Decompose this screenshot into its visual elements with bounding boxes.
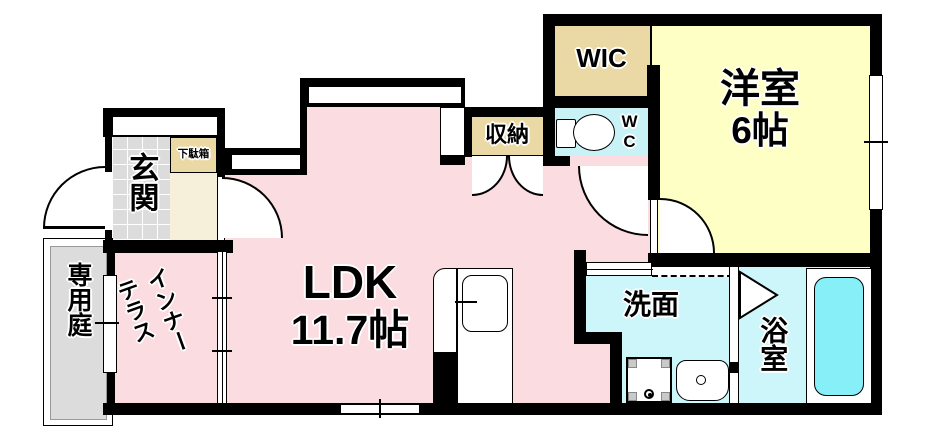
private-garden-label: 専用庭 [64,262,92,337]
bathroom-folding-door-icon [739,270,779,320]
wall-washroom-step-a [574,250,586,334]
kitchen-faucet-icon [455,301,477,303]
washing-machine-pan-icon [626,357,672,403]
ldk-label: LDK 11.7帖 [240,256,460,353]
window-entrance-top [112,116,218,136]
pan-corner-bl [628,392,637,401]
bathroom-label: 浴室 [757,316,789,372]
closet-label: 収納 [484,122,529,147]
pan-drain-icon [644,389,654,399]
wall-bath-door-stub [729,362,739,373]
wall-terrace-top [103,240,233,253]
western-room-label: 洋室 6帖 [655,67,865,152]
wall-wic-left [543,14,555,157]
wall-western-bottom [648,253,882,267]
wall-kitchen-stub [433,352,457,403]
wall-wic-wc-divider [543,96,650,108]
wall-western-left [648,96,660,200]
wall-pocket-stub [440,155,465,165]
pan-corner-tr [661,359,670,368]
entrance-tile-floor [112,137,170,240]
window-western-tick [864,141,888,143]
wall-washroom-step-b [574,332,622,344]
terrace-slider-tick-1 [212,297,232,299]
entrance-door-swing [43,166,105,228]
terrace-slider-tick-2 [212,350,232,352]
washroom-sliding-door-rail [587,269,653,270]
window-terrace-tick [95,322,119,324]
terrace-sliding-door [217,252,227,403]
wic-label: WIC [576,43,627,73]
wall-top [543,14,882,26]
private-garden-floor [50,246,107,420]
kitchen-sink [462,275,508,332]
refrigerator-space [433,268,457,353]
wall-wc-stub [543,156,570,166]
wall-closet-left [465,107,472,157]
shoe-cabinet-label: 下駄箱 [177,148,210,160]
ldk-name: LDK [302,256,398,308]
wall-entrance-right [217,108,225,178]
entrance-label: 玄関 [124,152,158,212]
ldk-size: 11.7帖 [290,306,410,353]
western-room-size: 6帖 [731,110,789,152]
closet-floor [472,117,543,156]
window-terrace [103,275,117,373]
inner-terrace-floor [115,252,217,403]
pipe-pocket [440,107,465,156]
entrance-door-leaf [43,226,105,229]
wall-wic-western-line [650,26,652,65]
vanity-sink-icon [676,360,729,401]
ldk-floor-step [574,344,610,403]
western-door-leaf [650,200,658,253]
shoe-cabinet [170,137,217,173]
window-ldk-northwest [231,154,301,170]
wall-wic-western-stub [647,65,660,96]
terrace-sliding-door-rail [222,252,223,403]
exterior-notch [225,107,300,148]
pan-corner-tl [628,359,637,368]
washroom-sliding-door [586,262,653,276]
bathtub-icon [814,277,864,396]
washroom-soffit [652,267,733,277]
wc-label: WC [621,112,638,151]
toilet-bowl-icon [573,114,615,151]
vanity-drain-icon [696,375,706,385]
wall-ldk-west [300,78,307,150]
wic-floor [555,26,650,96]
wall-closet-top [465,107,555,117]
window-ldk-bottom-tick [379,399,381,418]
bathroom-door-frame [729,267,739,403]
wall-entrance-left-upper [105,108,112,172]
wall-bottom [103,403,882,415]
western-room-name: 洋室 [720,67,800,111]
wall-washroom-step-c [610,344,622,404]
window-ldk-top [308,86,462,104]
pan-corner-br [661,392,670,401]
washroom-label: 洗面 [622,289,679,320]
